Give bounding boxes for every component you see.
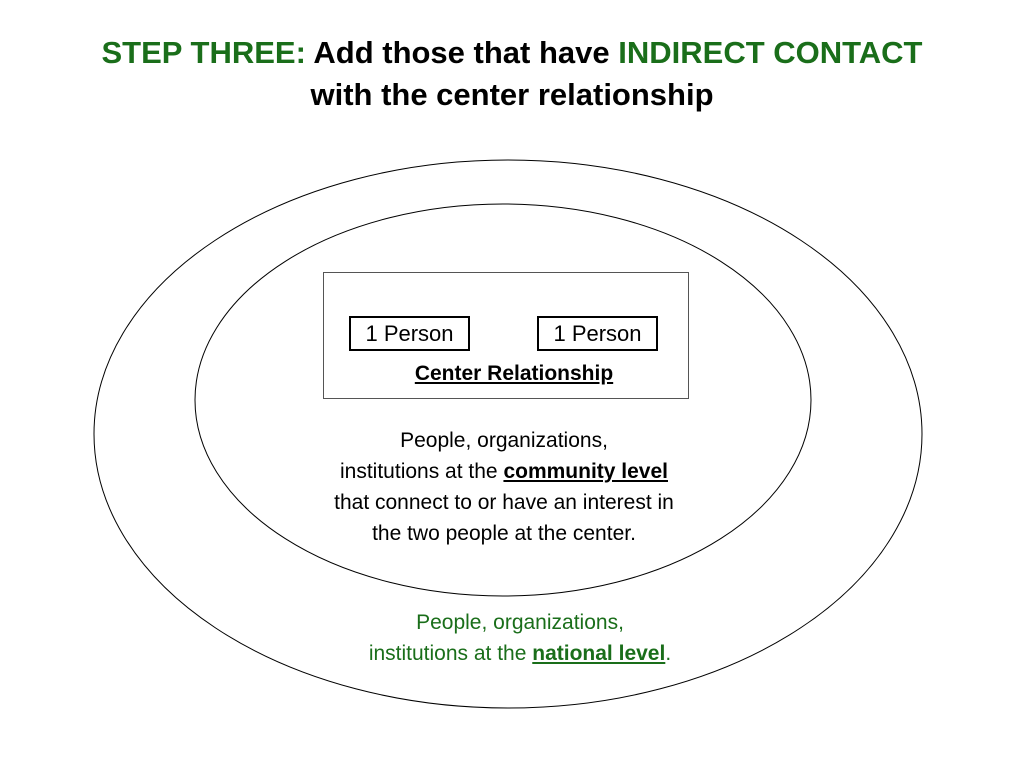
national-level-term: national level	[532, 642, 666, 665]
community-line-4: the two people at the center.	[372, 522, 636, 545]
national-level-description: People, organizations, institutions at t…	[270, 607, 770, 669]
community-line-1: People, organizations,	[400, 429, 608, 452]
national-line-2-suffix: .	[665, 642, 672, 665]
center-relationship-box	[323, 272, 689, 399]
person-box-left: 1 Person	[349, 316, 470, 351]
step-label: STEP THREE:	[101, 35, 306, 70]
center-relationship-label: Center Relationship	[414, 362, 614, 385]
community-line-2-prefix: institutions at the	[340, 460, 504, 483]
community-level-description: People, organizations, institutions at t…	[250, 425, 758, 549]
slide-title: STEP THREE: Add those that have INDIRECT…	[0, 32, 1024, 116]
title-second-line: with the center relationship	[310, 77, 714, 112]
community-level-ellipse	[194, 203, 812, 597]
community-level-term: community level	[503, 460, 668, 483]
national-line-2-prefix: institutions at the	[368, 642, 533, 665]
community-line-3: that connect to or have an interest in	[334, 491, 674, 514]
national-line-1: People, organizations,	[416, 611, 624, 634]
person-box-right: 1 Person	[537, 316, 658, 351]
indirect-contact-highlight: INDIRECT CONTACT	[618, 35, 923, 70]
title-middle-text: Add those that have	[305, 35, 619, 70]
national-level-ellipse	[93, 159, 923, 709]
